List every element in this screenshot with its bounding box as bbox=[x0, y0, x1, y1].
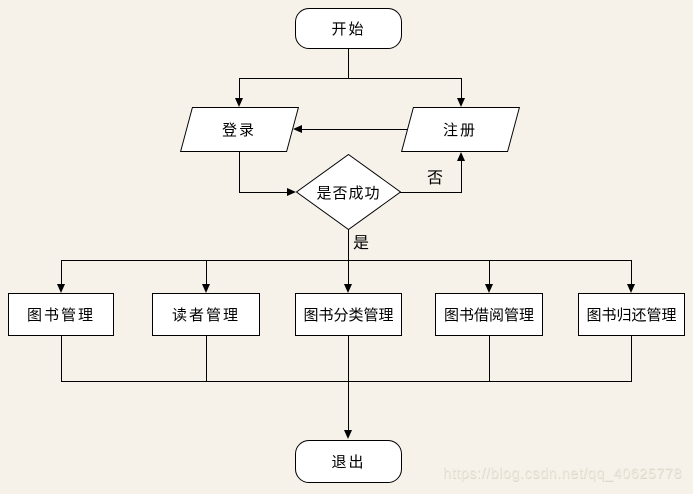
node-module-category-management: 图书分类管理 bbox=[295, 293, 402, 336]
node-decision-label: 是否成功 bbox=[316, 184, 381, 202]
arrowhead-into-register bbox=[457, 98, 465, 107]
connector-register-to-login bbox=[302, 129, 408, 130]
connector-exit-down bbox=[348, 381, 349, 430]
arrowhead-into-exit bbox=[344, 430, 352, 439]
connector-decision-no-horizontal bbox=[400, 192, 461, 193]
node-exit-label: 退出 bbox=[331, 454, 366, 471]
connector-module-2-down bbox=[206, 336, 207, 381]
connector-drop-3 bbox=[348, 260, 349, 284]
connector-drop-5 bbox=[631, 260, 632, 284]
connector-login-down bbox=[239, 152, 240, 193]
connector-drop-1 bbox=[61, 260, 62, 284]
arrowhead-into-module-2 bbox=[202, 284, 210, 293]
connector-module-3-down bbox=[348, 336, 349, 381]
node-start-label: 开始 bbox=[331, 21, 366, 38]
arrowhead-into-module-1 bbox=[57, 284, 65, 293]
node-register: 注册 bbox=[400, 107, 521, 152]
connector-no-up bbox=[461, 156, 462, 193]
watermark-text: https://blog.csdn.net/qq_40625778 bbox=[443, 466, 683, 482]
connector-module-4-down bbox=[489, 336, 490, 381]
arrowhead-back-into-register bbox=[457, 152, 465, 161]
node-exit: 退出 bbox=[295, 440, 402, 483]
connector-to-register bbox=[461, 78, 462, 100]
arrowhead-into-login-side bbox=[293, 125, 302, 133]
connector-split-horizontal bbox=[239, 78, 462, 79]
node-start: 开始 bbox=[295, 8, 402, 49]
connector-start-down bbox=[348, 49, 349, 78]
node-module-label: 图书管理 bbox=[26, 307, 95, 324]
connector-module-5-down bbox=[631, 336, 632, 381]
arrowhead-into-module-3 bbox=[344, 284, 352, 293]
node-login-label: 登录 bbox=[222, 122, 257, 139]
arrowhead-into-module-5 bbox=[627, 284, 635, 293]
connector-drop-4 bbox=[489, 260, 490, 284]
node-module-return-management: 图书归还管理 bbox=[578, 293, 685, 336]
node-module-reader-management: 读者管理 bbox=[152, 293, 260, 336]
connector-login-to-decision bbox=[239, 192, 288, 193]
connector-decision-down bbox=[348, 229, 349, 261]
edge-label-yes: 是 bbox=[353, 235, 370, 252]
node-module-borrow-management: 图书借阅管理 bbox=[435, 293, 543, 336]
node-login: 登录 bbox=[179, 107, 300, 152]
connector-to-login bbox=[239, 78, 240, 100]
node-module-label: 图书分类管理 bbox=[303, 307, 394, 324]
connector-distribution-horizontal bbox=[61, 260, 632, 261]
arrowhead-into-login bbox=[235, 98, 243, 107]
connector-collector-horizontal bbox=[61, 381, 632, 382]
arrowhead-into-decision bbox=[287, 188, 296, 196]
node-module-label: 图书借阅管理 bbox=[443, 307, 534, 324]
arrowhead-into-module-4 bbox=[485, 284, 493, 293]
connector-module-1-down bbox=[61, 336, 62, 381]
edge-label-no: 否 bbox=[427, 170, 444, 187]
node-module-label: 图书归还管理 bbox=[586, 307, 677, 324]
node-module-book-management: 图书管理 bbox=[8, 293, 114, 336]
connector-drop-2 bbox=[206, 260, 207, 284]
node-register-label: 注册 bbox=[443, 122, 478, 139]
node-module-label: 读者管理 bbox=[171, 307, 240, 324]
